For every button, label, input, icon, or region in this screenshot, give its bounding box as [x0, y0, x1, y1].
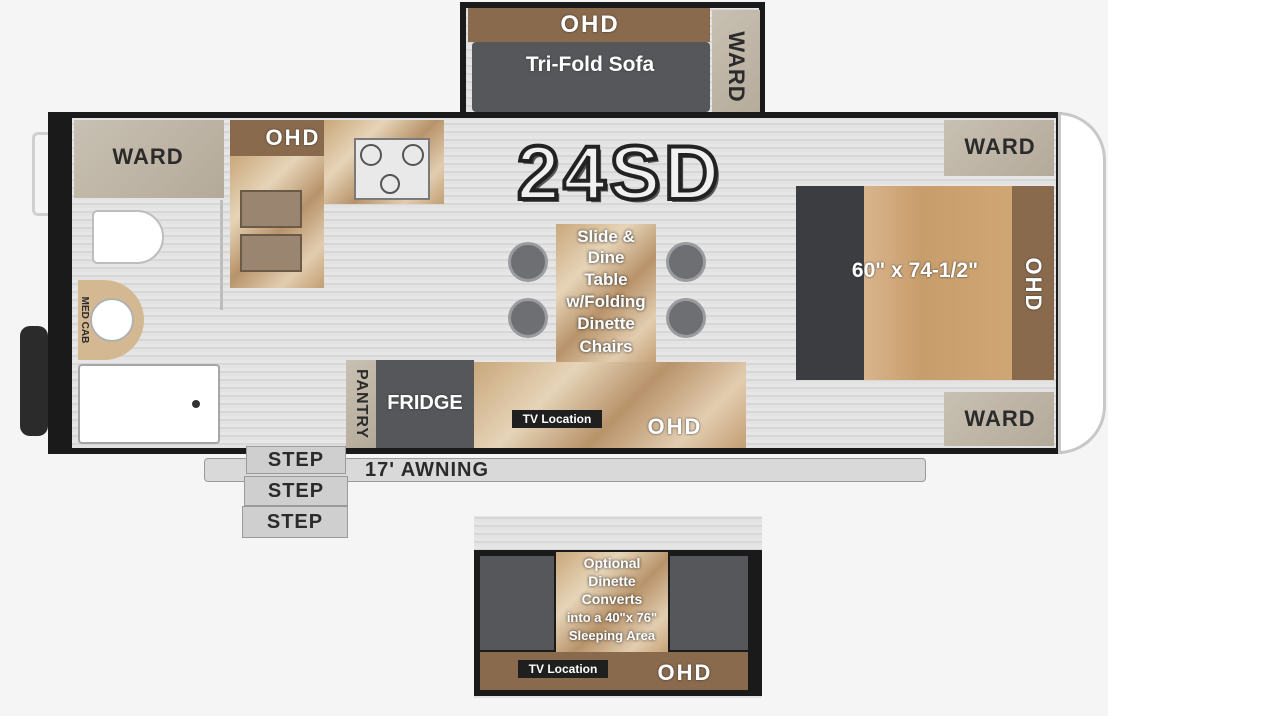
inset-line-4: into a 40"x 76" [566, 609, 658, 625]
burner-2 [402, 144, 424, 166]
step-1: STEP [246, 446, 346, 474]
kitchen-ohd-label: OHD [265, 125, 321, 150]
dinette-chair-3 [666, 242, 706, 282]
table-line-6: Chairs [579, 337, 633, 356]
bed-size-label: 60" x 74-1/2" [851, 259, 979, 282]
bed-ohd-cabinet [1012, 186, 1054, 380]
inset-line-2: Dinette [588, 573, 636, 589]
dinette-chair-1 [508, 242, 548, 282]
inset-tv-location-label: TV Location [518, 660, 608, 678]
pantry [346, 360, 376, 448]
model-name: 24SD [515, 129, 724, 218]
table-line-1: Slide & [577, 227, 635, 246]
front-ward-bottom-label: WARD [964, 406, 1036, 431]
inset-ohd-label: OHD [657, 660, 713, 685]
dinette-chair-2 [508, 298, 548, 338]
slideout-wardrobe [712, 10, 760, 124]
inset-line-3: Converts [581, 591, 643, 607]
main-ohd-label: OHD [647, 414, 703, 439]
rear-ward-label: WARD [112, 144, 184, 169]
slide-dine-table [556, 224, 656, 364]
front-wardrobe-bottom [944, 392, 1054, 446]
fridge-label: FRIDGE [387, 391, 463, 414]
fridge [376, 360, 474, 448]
bathtub-drain [192, 400, 200, 408]
entertainment-counter [474, 362, 746, 448]
table-line-2: Dine [587, 248, 625, 267]
kitchen-sink-left [240, 190, 302, 228]
spare-tire [20, 326, 48, 436]
med-cab-label: MED CAB [79, 296, 91, 344]
pantry-label: PANTRY [353, 369, 370, 439]
slideout-ohd-label: OHD [560, 11, 620, 38]
inset-line-1: Optional [583, 555, 641, 571]
inset-table [556, 552, 668, 656]
dinette-chair-4 [666, 298, 706, 338]
front-wardrobe-top [944, 120, 1054, 176]
bath-sink [90, 298, 134, 342]
rear-wall [48, 112, 68, 454]
bath-partition [220, 200, 223, 310]
step-2: STEP [244, 476, 348, 506]
burner-3 [380, 174, 400, 194]
step-3: STEP [242, 506, 348, 538]
burner-1 [360, 144, 382, 166]
slideout-ohd-shelf [468, 8, 710, 42]
table-line-5: Dinette [577, 314, 635, 333]
front-cap [1058, 112, 1106, 454]
sofa-label: Tri-Fold Sofa [525, 53, 655, 76]
bed-headboard-pad [796, 186, 866, 380]
kitchen-sink-right [240, 234, 302, 272]
tv-location-label: TV Location [512, 410, 602, 428]
inset-seat-left [480, 556, 554, 650]
right-margin [1108, 0, 1280, 716]
toilet [92, 210, 164, 264]
table-line-4: w/Folding [566, 292, 646, 311]
front-ward-top-label: WARD [964, 134, 1036, 159]
inset-seat-right [670, 556, 748, 650]
rear-wardrobe [74, 120, 224, 198]
inset-line-5: Sleeping Area [568, 627, 656, 643]
awning-label: 17' AWNING [364, 458, 490, 481]
table-line-3: Table [584, 270, 628, 289]
tri-fold-sofa [472, 42, 710, 112]
rear-ladder [32, 132, 48, 216]
bed-ohd-label: OHD [1021, 257, 1046, 313]
slideout-ward-label: WARD [724, 31, 749, 103]
